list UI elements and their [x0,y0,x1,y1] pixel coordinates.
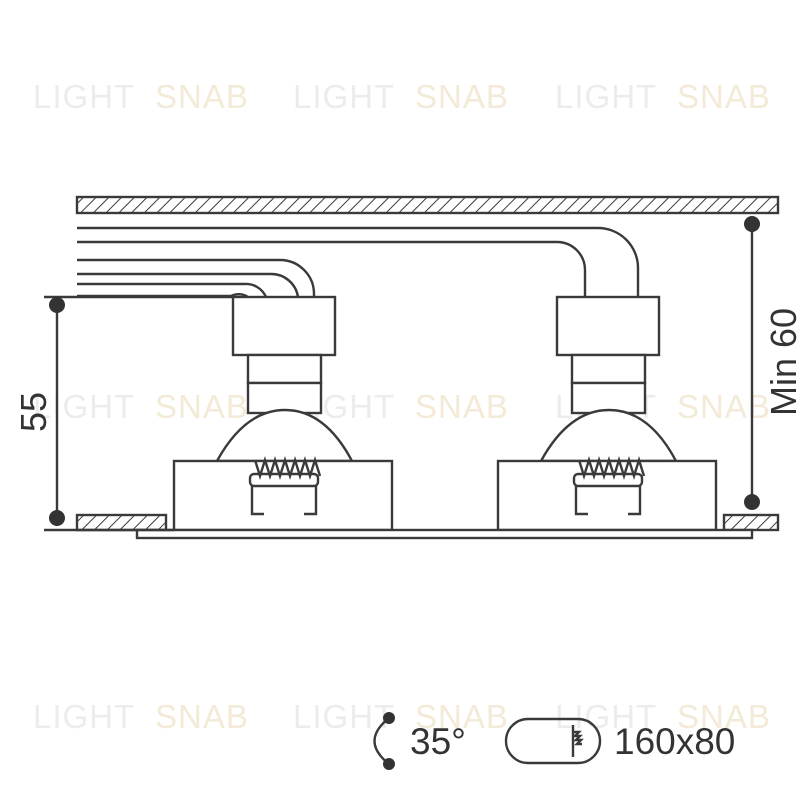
driver-box [555,295,661,357]
cable [77,272,300,298]
cable [77,282,268,298]
light-fixture-right [496,295,718,532]
watermark: LIGHT SNAB [555,78,771,115]
watermark-snab: SNAB [677,698,771,735]
watermark: LIGHT SNAB [293,78,509,115]
tilt-angle-label: 35° [410,721,466,762]
fixture-frame [496,459,718,532]
watermark-light: LIGHT [33,388,135,425]
watermark: LIGHT SNAB [33,698,249,735]
watermark: LIGHT SNAB [555,698,771,735]
lamp-socket [250,486,318,516]
cable [77,258,316,297]
connector [570,353,647,385]
watermark-snab: SNAB [677,78,771,115]
light-fixture-left [172,295,394,532]
spring-clip [570,381,647,415]
watermark: LIGHT SNAB [293,698,509,735]
connector [246,353,323,385]
lamp-dome [214,408,354,463]
watermark-snab: SNAB [415,388,509,425]
cables [77,226,640,299]
trim-plate [135,528,754,540]
cutout-shape-icon [504,717,602,765]
watermark: LIGHT SNAB [33,78,249,115]
clearance-label: Min 60 [763,308,804,416]
dimension-endpoint [49,297,65,313]
watermark: LIGHT SNAB [293,388,509,425]
specs-row: 35° 160x80 [373,712,735,770]
cable [77,226,640,297]
fixture-frame [172,459,394,532]
lamp-holder [572,472,644,488]
dimension-endpoint [744,494,760,510]
watermark-light: LIGHT [33,78,135,115]
dimension-endpoint [49,510,65,526]
spring-clip [246,381,323,415]
watermark: LIGHT SNAB [33,388,249,425]
clearance-dimension: Min 60 [744,216,804,510]
ceiling-panel-right [722,513,780,532]
lamp-holder [248,472,320,488]
watermark-light: LIGHT [555,78,657,115]
watermark-light: LIGHT [33,698,135,735]
tilt-arc-icon [373,712,395,770]
watermark-snab: SNAB [155,388,249,425]
height-dimension: 55 [13,295,233,532]
ceiling-panel-left [75,513,168,532]
lamp-socket [574,486,642,516]
watermark-snab: SNAB [415,698,509,735]
watermark-light: LIGHT [293,698,395,735]
cutout-size-label: 160x80 [614,721,735,762]
dimension-endpoint [744,216,760,232]
watermark-snab: SNAB [415,78,509,115]
height-label: 55 [13,392,54,432]
watermark-snab: SNAB [155,78,249,115]
cable [77,240,587,297]
watermark-light: LIGHT [293,78,395,115]
lamp-dome [538,408,678,463]
watermark-snab: SNAB [677,388,771,425]
driver-box [231,295,337,357]
watermarks: LIGHT SNAB LIGHT SNAB LIGHT SNAB LIGHT S… [33,78,771,735]
ceiling-slab [75,195,780,215]
watermark-snab: SNAB [155,698,249,735]
